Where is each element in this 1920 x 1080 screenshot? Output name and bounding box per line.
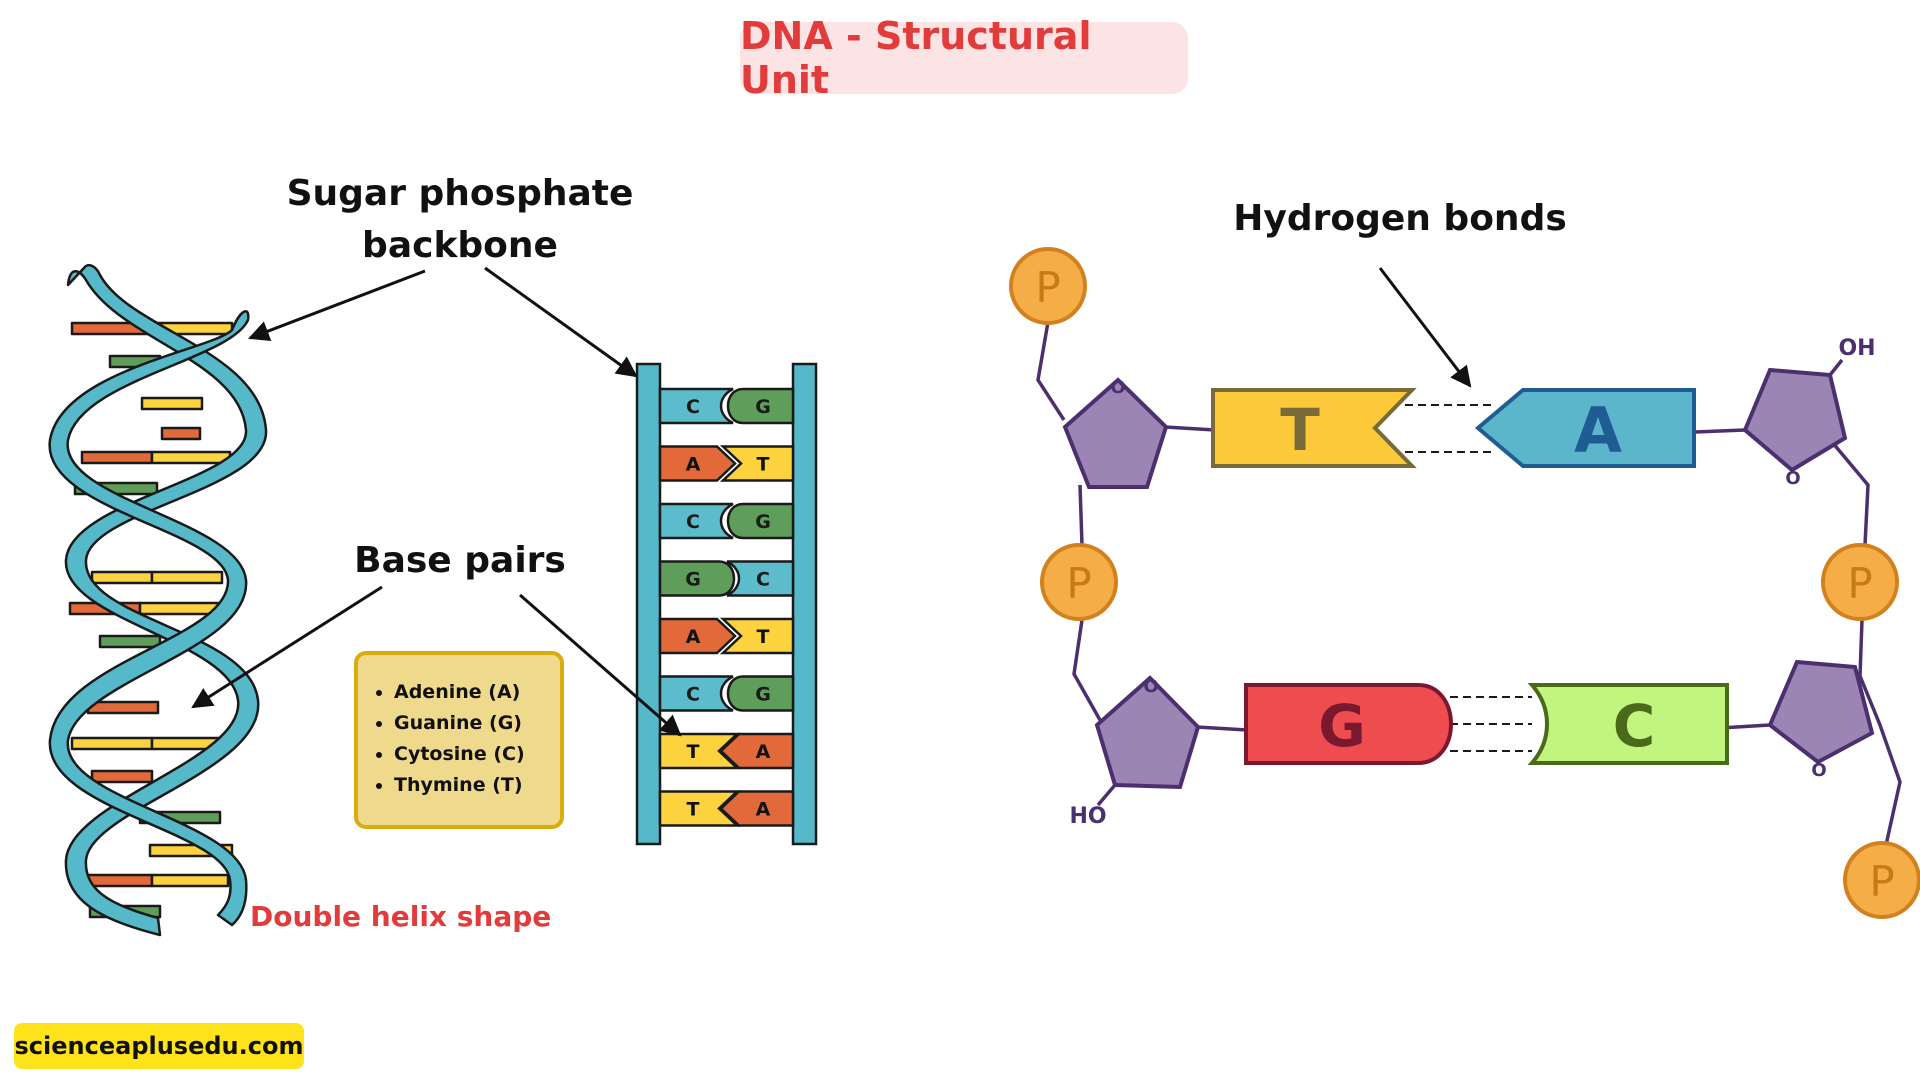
ladder-base-right-letter: T [757, 454, 770, 476]
helix-strand-2 [48, 310, 250, 927]
helix-strand-1 [64, 263, 268, 937]
ladder-base-left [658, 502, 734, 540]
phosphate-letter: P [1847, 559, 1872, 608]
sugar-top-right [1742, 367, 1848, 473]
ladder-backbone-right [791, 362, 818, 846]
ladder-base-right [726, 387, 795, 425]
ladder-base-left-letter: T [687, 799, 700, 821]
phosphate-letter: P [1869, 857, 1894, 906]
oxygen-label: O [1143, 676, 1158, 697]
ladder-base-left [658, 445, 737, 482]
ladder-base-left-letter: C [686, 511, 700, 533]
phosphate-letter: P [1066, 559, 1091, 608]
ladder-base-right-letter: T [757, 626, 770, 648]
ladder-base-right [726, 675, 795, 712]
arrow-base-pairs-helix [191, 585, 383, 709]
sugar-top-left [1062, 377, 1169, 489]
phosphate-group-mid-right: P [1821, 543, 1899, 621]
ladder-base-left-letter: T [687, 741, 700, 763]
ladder-base-right-letter: G [755, 396, 771, 418]
base-letter-a: A [1574, 394, 1622, 467]
arrow-backbone-helix [248, 269, 426, 342]
ladder-backbone-left [635, 362, 662, 846]
ladder-base-right [719, 732, 795, 770]
base-block-g [1244, 683, 1453, 765]
base-letter-c: C [1613, 692, 1656, 760]
ladder-base-left-letter: C [686, 396, 700, 418]
ladder-base-left [658, 560, 736, 597]
base-letter-t: T [1280, 396, 1320, 464]
legend-item: Cytosine (C) [394, 739, 550, 770]
ladder-base-right [719, 790, 795, 827]
ho-group-label: HO [1069, 804, 1106, 829]
base-block-a [1474, 388, 1696, 468]
base-pairs-label: Base pairs [354, 540, 566, 581]
hydrogen-bond-dashes [1405, 404, 1532, 752]
base-block-c [1527, 683, 1729, 765]
ladder-base-left [658, 732, 741, 770]
sugar-bottom-right [1767, 659, 1875, 765]
base-legend-list: Adenine (A) Guanine (G) Cytosine (C) Thy… [376, 677, 550, 801]
website-badge: scienceaplusedu.com [14, 1023, 304, 1069]
ladder-base-right-letter: G [755, 511, 771, 533]
nucleotide-detail: T A G C P P P P O O [1009, 247, 1920, 919]
backbone-label-line1: Sugar phosphate [286, 173, 634, 214]
ladder-base-right [726, 560, 795, 597]
title-box: DNA - Structural Unit [740, 14, 1188, 102]
arrow-backbone-ladder [484, 266, 638, 378]
ladder-base-right-letter: G [755, 684, 771, 706]
ladder-base-left-letter: A [686, 454, 701, 476]
ladder-base-right [726, 502, 795, 540]
backbone-label: Sugar phosphate backbone [270, 168, 650, 272]
phosphate-group-bottom-right: P [1843, 841, 1920, 919]
page-title: DNA - Structural Unit [740, 14, 1092, 102]
base-letter-g: G [1318, 692, 1366, 760]
hydrogen-bonds-label: Hydrogen bonds [1233, 198, 1567, 239]
ladder-base-right-letter: A [756, 799, 771, 821]
sugar-bottom-left [1094, 675, 1201, 790]
backbone-label-line2: backbone [362, 225, 558, 266]
oh-group-label: OH [1838, 336, 1875, 361]
legend-item: Thymine (T) [394, 770, 550, 801]
oxygen-label: O [1811, 760, 1826, 781]
arrow-base-pairs-ladder [519, 593, 682, 737]
legend-item: Guanine (G) [394, 708, 550, 739]
phosphate-letter: P [1035, 263, 1060, 312]
ladder-base-left-letter: G [685, 569, 701, 591]
ladder-base-right [719, 445, 795, 482]
ladder-base-left-letter: C [686, 684, 700, 706]
double-helix [48, 263, 268, 937]
ladder-base-left [658, 675, 734, 712]
legend-item: Adenine (A) [394, 677, 550, 708]
ladder-base-left [658, 790, 741, 827]
base-block-t [1211, 388, 1417, 468]
arrow-hydrogen-bonds [1378, 267, 1472, 388]
backbone-connectors [1036, 321, 1902, 846]
ladder-base-right-letter: A [756, 741, 771, 763]
phosphate-group-top-left: P [1009, 247, 1087, 325]
ladder-base-left [658, 387, 734, 425]
ladder-base-right-letter: C [756, 569, 770, 591]
annotation-arrows [191, 266, 1472, 737]
ladder-base-right [719, 617, 795, 655]
base-legend: Adenine (A) Guanine (G) Cytosine (C) Thy… [354, 651, 564, 829]
ladder-base-left [658, 617, 737, 655]
ladder-base-left-letter: A [686, 626, 701, 648]
double-helix-label: Double helix shape [250, 900, 552, 933]
oxygen-label: O [1110, 377, 1125, 398]
phosphate-group-mid-left: P [1040, 543, 1118, 621]
oxygen-label: O [1785, 468, 1800, 489]
